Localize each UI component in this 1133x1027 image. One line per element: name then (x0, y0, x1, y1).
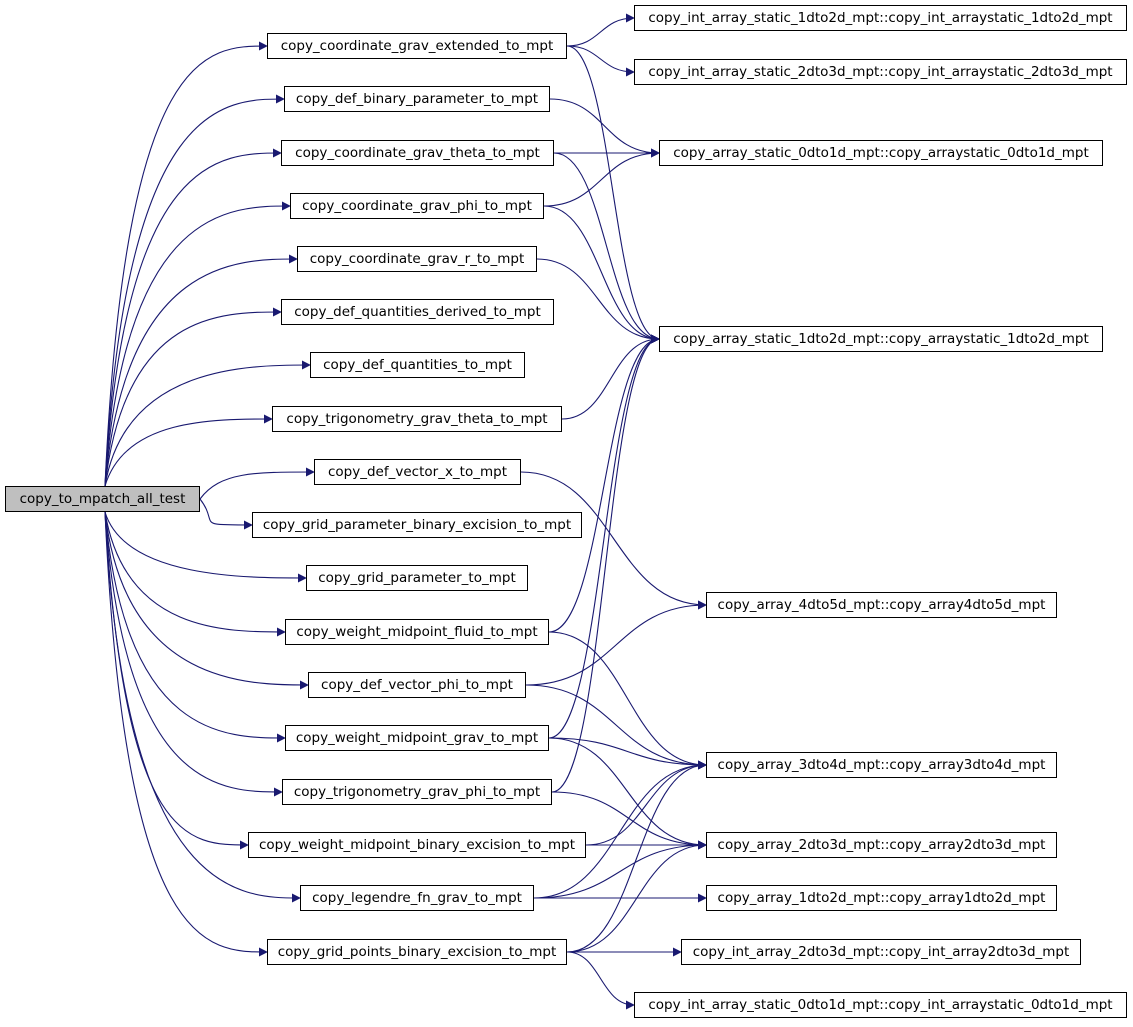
edge-c_trig_phi-to-t_s12 (551, 334, 660, 793)
node-copy-array-2dto3d-mpt[interactable]: copy_array_2dto3d_mpt::copy_array2dto3d_… (706, 832, 1057, 858)
node-copy-int-array-2dto3d-mpt[interactable]: copy_int_array_2dto3d_mpt::copy_int_arra… (681, 939, 1081, 965)
edge-root-to-c_ext (104, 41, 268, 487)
edge-c_gpbin-to-t_is01 (566, 951, 635, 1010)
edge-root-to-c_wgrav (104, 511, 286, 743)
edge-c_theta-to-t_s12 (553, 152, 660, 344)
edge-c_wfluid-to-t_s12 (548, 334, 660, 633)
edge-root-to-c_leg (104, 511, 301, 903)
node-copy-coordinate-grav-extended-to-mpt[interactable]: copy_coordinate_grav_extended_to_mpt (267, 33, 567, 59)
node-copy-def-vector-x-to-mpt[interactable]: copy_def_vector_x_to_mpt (314, 459, 521, 485)
node-copy-def-quantities-to-mpt[interactable]: copy_def_quantities_to_mpt (310, 352, 525, 378)
edge-root-to-c_vecphi (104, 511, 309, 690)
edge-c_r-to-t_s12 (536, 258, 660, 344)
edge-c_wgrav-to-t_23 (548, 737, 707, 850)
edge-root-to-c_gridparam (104, 511, 307, 583)
node-copy-int-array-static-1dto2d-mpt[interactable]: copy_int_array_static_1dto2d_mpt::copy_i… (634, 5, 1127, 31)
node-copy-array-static-0dto1d-mpt[interactable]: copy_array_static_0dto1d_mpt::copy_array… (659, 140, 1103, 166)
node-copy-coordinate-grav-phi-to-mpt[interactable]: copy_coordinate_grav_phi_to_mpt (290, 193, 544, 219)
node-copy-def-quantities-derived-to-mpt[interactable]: copy_def_quantities_derived_to_mpt (281, 299, 554, 325)
node-copy-def-binary-parameter-to-mpt[interactable]: copy_def_binary_parameter_to_mpt (284, 86, 550, 112)
edge-c_trig_theta-to-t_s12 (561, 334, 660, 420)
edge-root-to-c_trig_theta (104, 414, 273, 487)
edge-c_gpbin-to-t_23 (566, 840, 707, 953)
edge-c_gpbin-to-t_34 (566, 760, 707, 953)
edge-c_wbin-to-t_34 (585, 760, 707, 846)
edge-root-to-c_quant (104, 360, 311, 487)
node-copy-array-3dto4d-mpt[interactable]: copy_array_3dto4d_mpt::copy_array3dto4d_… (706, 752, 1057, 778)
edge-root-to-c_vecx (199, 467, 315, 500)
node-copy-coordinate-grav-r-to-mpt[interactable]: copy_coordinate_grav_r_to_mpt (297, 246, 537, 272)
edge-root-to-c_theta (104, 148, 282, 487)
edge-root-to-c_gpbin (104, 511, 268, 957)
node-copy-int-array-static-2dto3d-mpt[interactable]: copy_int_array_static_2dto3d_mpt::copy_i… (634, 59, 1127, 85)
edge-root-to-c_defbin (104, 94, 285, 487)
edge-c_leg-to-t_34 (533, 760, 707, 899)
node-copy-to-mpatch-all-test[interactable]: copy_to_mpatch_all_test (5, 486, 200, 512)
node-copy-grid-points-binary-excision-to-mpt[interactable]: copy_grid_points_binary_excision_to_mpt (267, 939, 567, 965)
node-copy-trigonometry-grav-theta-to-mpt[interactable]: copy_trigonometry_grav_theta_to_mpt (272, 406, 562, 432)
edge-c_wfluid-to-t_34 (548, 631, 707, 770)
node-copy-array-4dto5d-mpt[interactable]: copy_array_4dto5d_mpt::copy_array4dto5d_… (706, 592, 1057, 618)
node-copy-weight-midpoint-fluid-to-mpt[interactable]: copy_weight_midpoint_fluid_to_mpt (285, 619, 549, 645)
node-copy-grid-parameter-binary-excision-to-mpt[interactable]: copy_grid_parameter_binary_excision_to_m… (252, 512, 582, 538)
edge-root-to-c_wfluid (104, 511, 286, 637)
node-copy-legendre-fn-grav-to-mpt[interactable]: copy_legendre_fn_grav_to_mpt (300, 885, 534, 911)
edge-c_defbin-to-t_s01 (549, 98, 660, 158)
edge-c_wgrav-to-t_s12 (548, 334, 660, 739)
node-copy-def-vector-phi-to-mpt[interactable]: copy_def_vector_phi_to_mpt (308, 672, 526, 698)
node-copy-weight-midpoint-grav-to-mpt[interactable]: copy_weight_midpoint_grav_to_mpt (285, 725, 549, 751)
edge-c_vecphi-to-t_45 (525, 600, 707, 686)
edge-root-to-c_gridbin (199, 498, 253, 530)
edge-root-to-c_trig_phi (104, 511, 283, 797)
edge-c_phi-to-t_s01 (543, 148, 660, 207)
edge-root-to-c_phi (104, 201, 291, 487)
edge-c_ext-to-t_int12 (566, 13, 635, 47)
node-copy-coordinate-grav-theta-to-mpt[interactable]: copy_coordinate_grav_theta_to_mpt (281, 140, 554, 166)
edge-c_vecphi-to-t_34 (525, 684, 707, 770)
node-copy-int-array-static-0dto1d-mpt[interactable]: copy_int_array_static_0dto1d_mpt::copy_i… (634, 992, 1127, 1018)
node-copy-trigonometry-grav-phi-to-mpt[interactable]: copy_trigonometry_grav_phi_to_mpt (282, 779, 552, 805)
node-copy-weight-midpoint-binary-excision-to-mpt[interactable]: copy_weight_midpoint_binary_excision_to_… (248, 832, 586, 858)
node-copy-grid-parameter-to-mpt[interactable]: copy_grid_parameter_to_mpt (306, 565, 528, 591)
edge-root-to-c_qderiv (104, 307, 282, 487)
edge-c_wgrav-to-t_34 (548, 737, 707, 770)
edge-c_leg-to-t_23 (533, 840, 707, 899)
edge-c_ext-to-t_s12 (566, 45, 660, 344)
edge-c_phi-to-t_s12 (543, 205, 660, 344)
edge-root-to-c_wbin (104, 511, 249, 850)
node-copy-array-static-1dto2d-mpt[interactable]: copy_array_static_1dto2d_mpt::copy_array… (659, 326, 1103, 352)
edge-c_ext-to-t_int23 (566, 45, 635, 77)
node-copy-array-1dto2d-mpt[interactable]: copy_array_1dto2d_mpt::copy_array1dto2d_… (706, 885, 1057, 911)
edge-c_vecx-to-t_45 (520, 471, 707, 610)
edge-root-to-c_r (104, 254, 298, 487)
